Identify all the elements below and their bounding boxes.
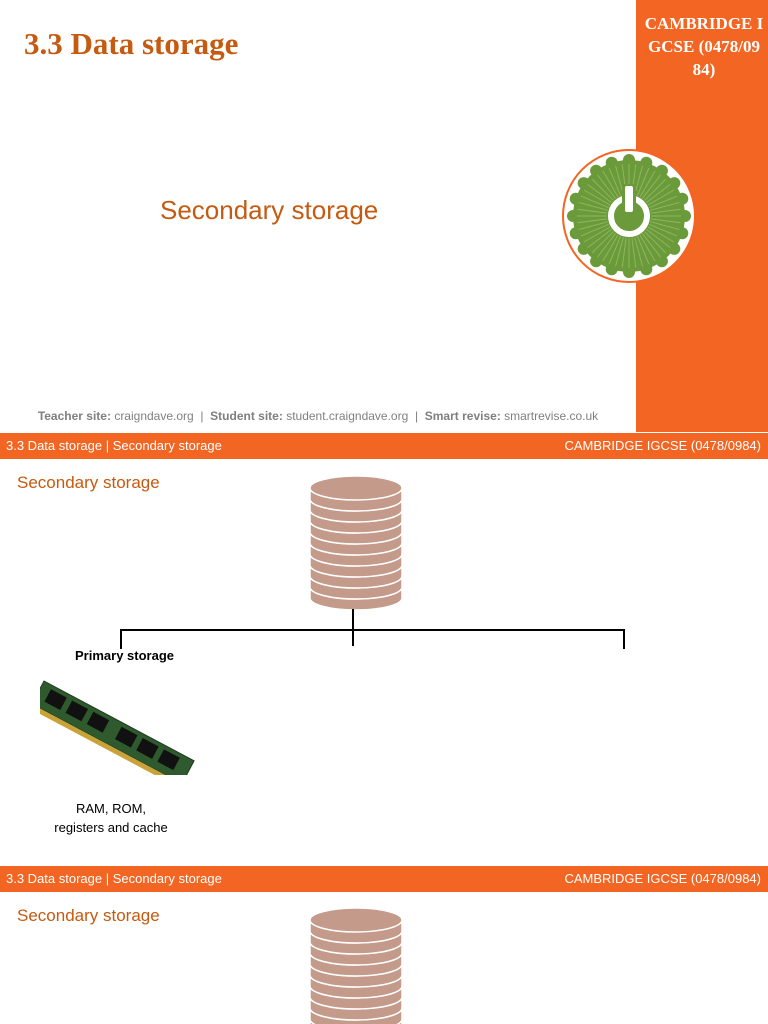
- content-slide: 3.3 Data storage | Secondary storage CAM…: [0, 433, 768, 865]
- primary-storage-caption: RAM, ROM, registers and cache: [40, 799, 182, 837]
- caption-line-2: registers and cache: [54, 820, 168, 835]
- footer-links: Teacher site: craigndave.org | Student s…: [0, 409, 636, 423]
- section-title: Secondary storage: [17, 906, 160, 925]
- content-slide-2: 3.3 Data storage | Secondary storage CAM…: [0, 866, 768, 1024]
- separator: |: [200, 409, 204, 423]
- teacher-link[interactable]: craigndave.org: [114, 409, 194, 423]
- caption-line-1: RAM, ROM,: [75, 801, 147, 816]
- header-bar: 3.3 Data storage | Secondary storage CAM…: [0, 433, 768, 459]
- revise-label: Smart revise:: [424, 409, 501, 423]
- title-slide: 3.3 Data storage CAMBRIDGE IGCSE (0478/0…: [0, 0, 768, 432]
- student-link[interactable]: student.craigndave.org: [286, 409, 409, 423]
- storage-diagram-partial: [309, 907, 403, 1024]
- header-left: 3.3 Data storage | Secondary storage: [6, 438, 222, 453]
- slide-title: 3.3 Data storage: [24, 26, 239, 61]
- header-right: CAMBRIDGE IGCSE (0478/0984): [564, 871, 761, 886]
- power-icon: [562, 149, 696, 283]
- side-banner-label: CAMBRIDGE IGCSE (0478/0984): [644, 14, 764, 79]
- teacher-label: Teacher site:: [37, 409, 111, 423]
- separator: |: [414, 409, 419, 423]
- revise-link[interactable]: smartrevise.co.uk: [504, 409, 599, 423]
- database-icon: [309, 475, 403, 611]
- section-title: Secondary storage: [17, 473, 160, 492]
- primary-storage-label: Primary storage: [75, 648, 174, 663]
- ram-module-icon: [40, 680, 195, 775]
- header-right: CAMBRIDGE IGCSE (0478/0984): [564, 438, 761, 453]
- storage-tree-diagram: [120, 475, 625, 649]
- database-icon: [309, 907, 403, 1024]
- slide-subtitle: Secondary storage: [160, 195, 379, 225]
- student-label: Student site:: [210, 409, 283, 423]
- header-left: 3.3 Data storage | Secondary storage: [6, 871, 222, 886]
- header-bar: 3.3 Data storage | Secondary storage CAM…: [0, 866, 768, 892]
